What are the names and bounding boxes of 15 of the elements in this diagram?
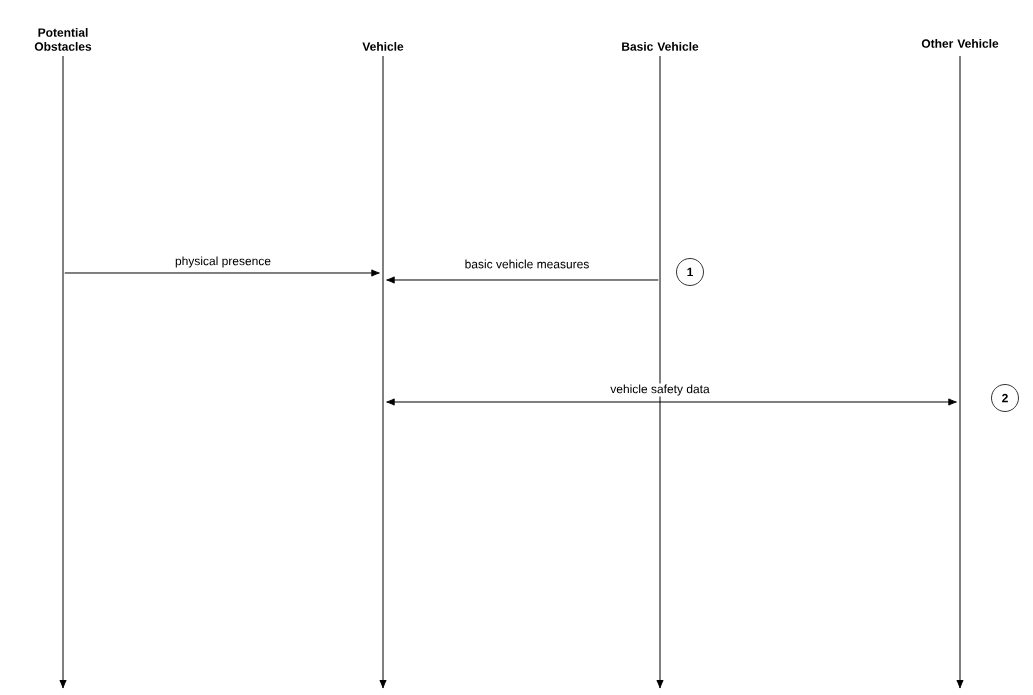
callout-number: 2: [991, 384, 1019, 412]
lifeline-arrow: [59, 55, 67, 689]
edge-label: physical presence: [174, 255, 273, 269]
lifeline-header: Basic Vehicle: [622, 42, 699, 51]
callout-number: 1: [676, 258, 704, 286]
message-arrow: [386, 398, 957, 406]
edge-label: vehicle safety data: [609, 383, 711, 397]
message-arrow: [64, 269, 380, 277]
lifeline-arrow: [379, 55, 387, 689]
edge-label: basic vehicle measures: [463, 258, 591, 270]
lifeline-header: Vehicle: [362, 42, 404, 51]
lifeline-header: Other Vehicle: [921, 39, 999, 48]
lifeline-header: Potential Obstacles: [34, 28, 92, 51]
lifeline-arrow: [956, 55, 964, 689]
message-arrow: [386, 276, 659, 284]
